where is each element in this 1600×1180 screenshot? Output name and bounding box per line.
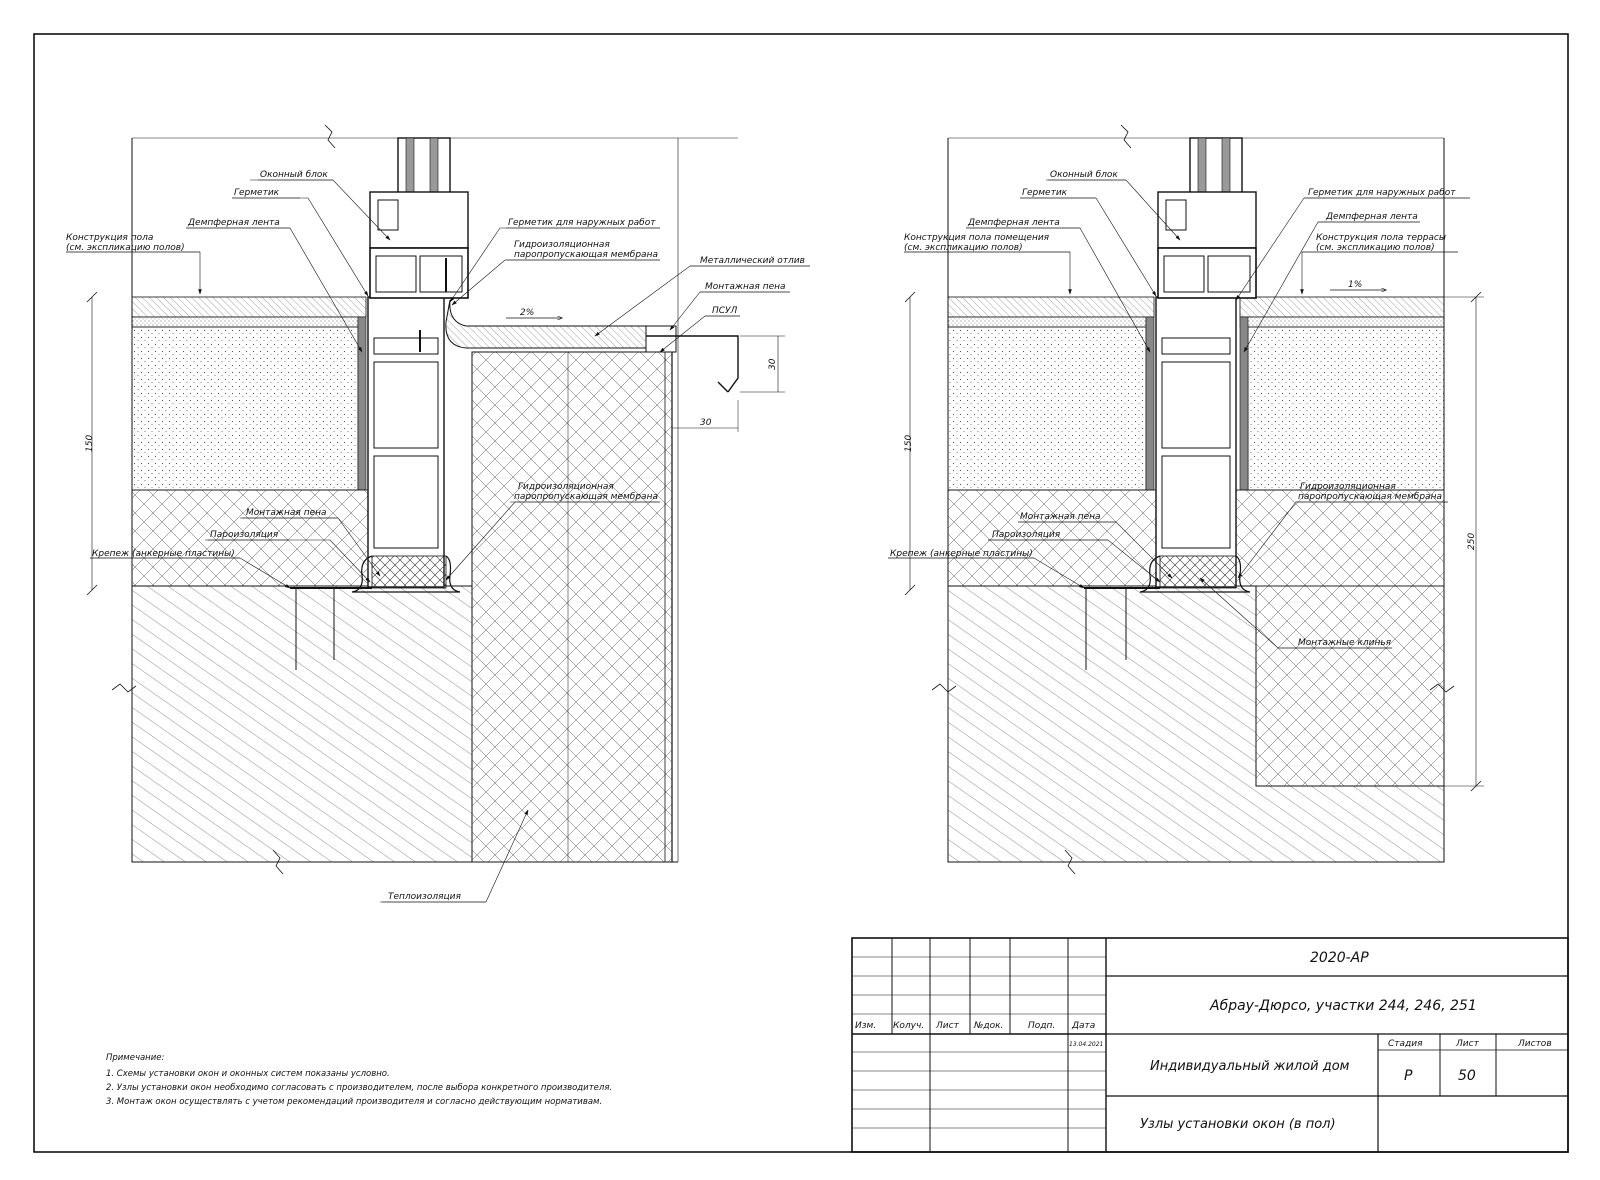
label-vapor-barrier: Пароизоляция	[210, 530, 279, 540]
r-label-floor-terrace-1: Конструкция пола террасы	[1316, 233, 1446, 243]
r-label-floor-terrace-2: (см. экспликацию полов)	[1316, 243, 1435, 253]
label-metal-drip: Металлический отлив	[700, 256, 805, 266]
r-label-mount-foam: Монтажная пена	[1020, 512, 1101, 522]
tb-stage: Р	[1404, 1068, 1413, 1084]
r-label-floor-room-1: Конструкция пола помещения	[904, 233, 1050, 243]
tb-col-data: Дата	[1071, 1021, 1095, 1031]
note-1: 1. Схемы установки окон и оконных систем…	[106, 1069, 390, 1079]
tb-code: 2020-АР	[1310, 950, 1369, 966]
r-label-sealant: Герметик	[1022, 188, 1068, 198]
r-label-wedges: Монтажные клинья	[1298, 638, 1392, 648]
r-label-membrane-1: Гидроизоляционная	[1300, 482, 1396, 492]
r-label-vapor-barrier: Пароизоляция	[992, 530, 1061, 540]
tb-project: Абрау-Дюрсо, участки 244, 246, 251	[1209, 998, 1477, 1014]
sheet-frame	[33, 33, 1569, 1153]
tb-col-list: Лист	[935, 1021, 960, 1031]
label-floor-2: (см. экспликацию полов)	[66, 243, 185, 253]
r-dim-height: 150	[904, 435, 914, 452]
label-ext-sealant: Герметик для наружных работ	[508, 218, 656, 228]
label-membrane-bot-1: Гидроизоляционная	[518, 482, 614, 492]
r-label-slope: 1%	[1348, 280, 1362, 290]
tb-list-header: Лист	[1455, 1039, 1480, 1049]
label-membrane-top-1: Гидроизоляционная	[514, 240, 610, 250]
r-dim-depth: 250	[1467, 533, 1477, 550]
title-block	[851, 937, 1569, 1153]
r-label-floor-room-2: (см. экспликацию полов)	[904, 243, 1023, 253]
r-label-fastener: Крепеж (анкерные пластины)	[890, 549, 1033, 559]
tb-stage-header: Стадия	[1388, 1039, 1423, 1049]
tb-sheet-no: 50	[1458, 1068, 1476, 1084]
dim-drip-h: 30	[700, 418, 712, 428]
r-label-damper-tape: Демпферная лента	[967, 218, 1060, 228]
right-detail: Оконный блок Герметик Демпферная лента К…	[888, 124, 1484, 875]
notes-title: Примечание:	[106, 1053, 164, 1063]
label-floor-1: Конструкция пола	[66, 233, 153, 243]
label-insulation: Теплоизоляция	[388, 892, 461, 902]
label-fastener: Крепеж (анкерные пластины)	[92, 549, 235, 559]
tb-col-koluch: Колуч.	[893, 1021, 924, 1031]
label-slope: 2%	[520, 308, 534, 318]
label-mount-foam-top: Монтажная пена	[705, 282, 786, 292]
tb-col-ndok: №док.	[973, 1021, 1003, 1031]
dim-height: 150	[85, 435, 95, 452]
label-mount-foam: Монтажная пена	[246, 508, 327, 518]
left-detail: Оконный блок Герметик Демпферная лента К…	[66, 124, 810, 903]
label-membrane-top-2: паропропускающая мембрана	[514, 250, 658, 260]
tb-date: 13.04.2021	[1069, 1041, 1103, 1048]
label-membrane-bot-2: паропропускающая мембрана	[514, 492, 658, 502]
label-window-block: Оконный блок	[260, 170, 328, 180]
tb-building: Индивидуальный жилой дом	[1150, 1059, 1350, 1074]
note-3: 3. Монтаж окон осуществлять с учетом рек…	[106, 1097, 602, 1107]
tb-sheet-title: Узлы установки окон (в пол)	[1140, 1117, 1336, 1132]
note-2: 2. Узлы установки окон необходимо соглас…	[106, 1083, 612, 1093]
title-block-text: 2020-АР Абрау-Дюрсо, участки 244, 246, 2…	[855, 950, 1552, 1132]
r-label-membrane-2: паропропускающая мембрана	[1298, 492, 1442, 502]
label-damper-tape: Демпферная лента	[187, 218, 280, 228]
tb-col-izm: Изм.	[855, 1021, 876, 1031]
label-sealant: Герметик	[234, 188, 280, 198]
r-label-damper-tape-r: Демпферная лента	[1325, 212, 1418, 222]
tb-lists-header: Листов	[1517, 1039, 1552, 1049]
label-psul: ПСУЛ	[712, 306, 738, 316]
tb-col-podp: Подп.	[1028, 1021, 1055, 1031]
r-label-ext-sealant: Герметик для наружных работ	[1308, 188, 1456, 198]
dim-drip-v: 30	[768, 358, 778, 370]
notes-block: Примечание: 1. Схемы установки окон и ок…	[106, 1053, 612, 1107]
r-label-window-block: Оконный блок	[1050, 170, 1118, 180]
